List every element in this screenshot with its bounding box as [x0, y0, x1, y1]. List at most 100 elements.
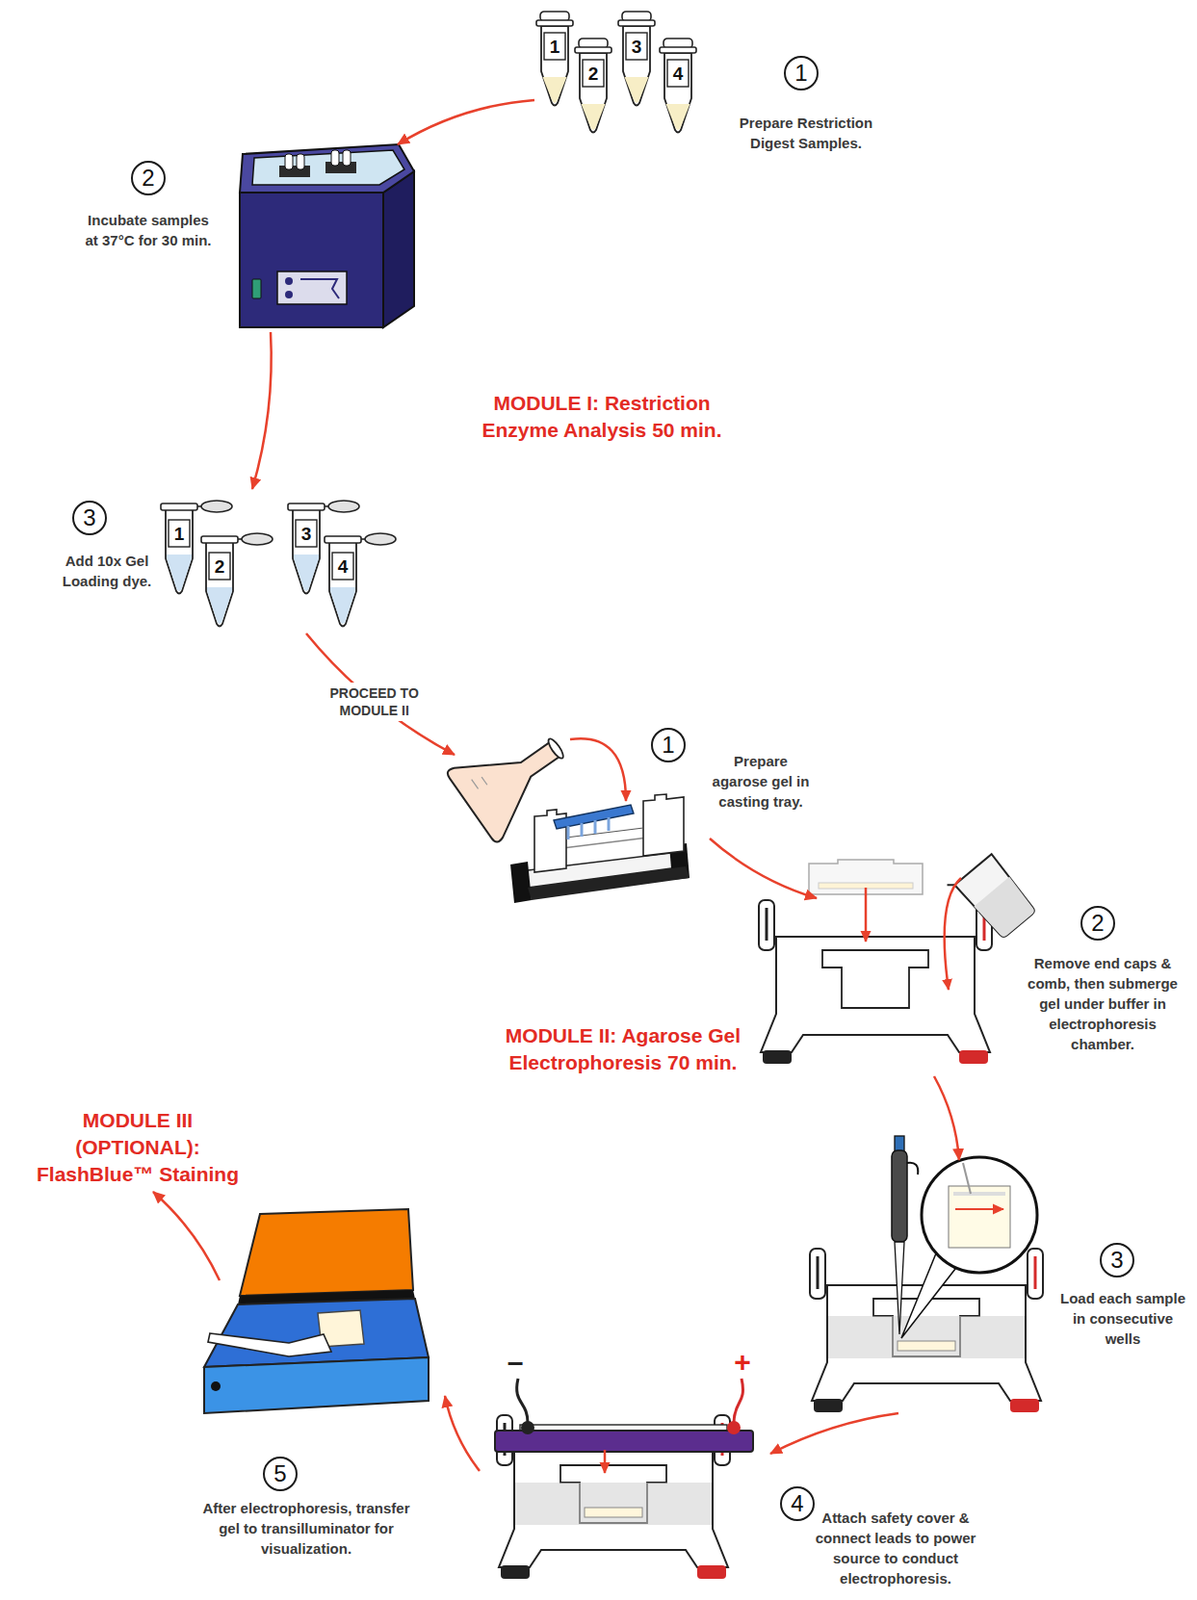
magnifier-part — [962, 1163, 971, 1195]
step-caption: Prepare Restriction Digest Samples. — [724, 112, 888, 154]
step-caption: After electrophoresis, transfer gel to t… — [190, 1498, 422, 1560]
casting-tray-part — [510, 861, 532, 904]
water-bath — [239, 144, 415, 328]
step-group: 3Load each sample in consecutive wells — [801, 1160, 1192, 1414]
step-number: 2 — [130, 160, 166, 196]
chamber-step4-part — [517, 1379, 528, 1424]
step-caption: Remove end caps & comb, then submerge ge… — [1023, 953, 1183, 1055]
casting-tray — [510, 794, 690, 904]
micropipette — [891, 1136, 918, 1335]
chamber-step4 — [494, 1379, 754, 1580]
step-group: 1Prepare agarose gel in casting tray. — [454, 719, 818, 839]
step-group: 5After electrophoresis, transfer gel to … — [154, 1280, 445, 1566]
casting-tray-part — [580, 823, 584, 837]
water-bath-part — [296, 154, 305, 170]
water-bath-part — [239, 144, 415, 193]
chamber-step3-part — [897, 1341, 956, 1352]
magnifier — [901, 1157, 1038, 1339]
casting-tray-part — [527, 866, 690, 901]
magnifier-part — [953, 1192, 1006, 1197]
transilluminator-part — [210, 1381, 221, 1392]
sample-tubes-part — [536, 11, 573, 106]
agarose-flask — [445, 710, 585, 844]
tube-label: 4 — [338, 557, 349, 576]
casting-tray-part — [594, 820, 598, 834]
tube-label: 2 — [214, 557, 226, 576]
step-group: 3Add 10x Gel Loading dye. — [46, 489, 409, 634]
water-bath-part — [252, 279, 261, 299]
terminal-sign: + — [733, 1348, 752, 1378]
edge-label: PROCEED TO MODULE II — [317, 682, 432, 722]
tube-label: 3 — [631, 37, 643, 56]
step-caption: Add 10x Gel Loading dye. — [61, 550, 154, 592]
casting-tray-part — [567, 826, 571, 840]
step-number: 3 — [72, 500, 107, 536]
pour-arrow — [570, 738, 626, 802]
agarose-flask-part — [445, 713, 581, 845]
chamber-step4-part — [494, 1431, 754, 1453]
open-sample-tubes-part — [201, 533, 273, 627]
arrow-connector — [252, 332, 272, 490]
arrow-connector — [444, 1396, 480, 1472]
magnifier-part — [901, 1253, 956, 1339]
chamber-step4-part — [584, 1508, 643, 1518]
water-bath-part — [252, 150, 405, 185]
chamber-step4-part — [727, 1421, 741, 1435]
magnifier-part — [948, 1186, 1011, 1249]
chamber-step4-part — [520, 1421, 535, 1435]
micropipette-part — [891, 1150, 908, 1243]
transilluminator — [204, 1209, 429, 1414]
module-box: MODULE III (OPTIONAL): FlashBlue™ Staini… — [7, 1103, 287, 1193]
agarose-flask-part — [471, 780, 479, 790]
water-bath-part — [239, 192, 384, 328]
sample-tubes-part — [574, 38, 612, 133]
water-bath-part — [285, 277, 293, 286]
module-heading: MODULE II: Agarose Gel Electrophoresis 7… — [478, 1022, 768, 1077]
water-bath-part — [300, 279, 339, 299]
step-number: 1 — [650, 728, 686, 763]
module-heading: MODULE III (OPTIONAL): FlashBlue™ Staini… — [26, 1107, 249, 1189]
transilluminator-part — [208, 1333, 332, 1357]
chamber-step2-part — [758, 900, 992, 1065]
buffer-beaker-part — [973, 877, 1038, 940]
transilluminator-part — [204, 1299, 429, 1368]
buffer-beaker-part — [954, 854, 1039, 941]
water-bath-part — [285, 290, 293, 299]
step-group: 2Remove end caps & comb, then submerge g… — [750, 898, 1190, 1077]
step-group: 2Incubate samples at 37°C for 30 min. — [61, 144, 420, 333]
step-number: 2 — [1080, 906, 1116, 941]
chamber-step3-part — [828, 1316, 1025, 1359]
water-bath-part — [331, 150, 339, 166]
step-number: 5 — [262, 1457, 298, 1492]
transilluminator-part — [239, 1209, 414, 1297]
step-caption: Prepare agarose gel in casting tray. — [708, 751, 813, 812]
arrow-connector — [770, 1413, 899, 1455]
tube-label: 4 — [673, 64, 684, 83]
arrow-connector — [397, 100, 535, 145]
casting-tray-part — [607, 817, 611, 832]
step-caption: Load each sample in consecutive wells — [1059, 1288, 1187, 1350]
agarose-flask-part — [546, 736, 566, 760]
step-number: 3 — [1099, 1243, 1135, 1278]
water-bath-part — [342, 150, 351, 166]
arrow-connector — [934, 1076, 960, 1161]
chamber-step3-part — [809, 1249, 1043, 1413]
casting-tray-part — [643, 794, 684, 857]
water-bath-part — [277, 271, 347, 305]
chamber-step4-part — [603, 1450, 607, 1474]
chamber-step4-part — [515, 1483, 712, 1526]
tube-label: 1 — [174, 524, 185, 544]
step-number: 1 — [783, 55, 819, 91]
open-sample-tubes — [160, 500, 396, 627]
water-bath-part — [325, 161, 357, 174]
step-number: 4 — [780, 1486, 815, 1522]
arrow-connector — [709, 838, 817, 899]
tube-label: 1 — [549, 37, 561, 56]
chamber-step4-part — [733, 1379, 743, 1424]
buffer-arrow — [944, 878, 962, 990]
step-group: 4Attach safety cover & connect leads to … — [479, 1454, 1012, 1593]
step-caption: Attach safety cover & connect leads to p… — [799, 1508, 992, 1589]
micropipette-part — [894, 1242, 905, 1335]
